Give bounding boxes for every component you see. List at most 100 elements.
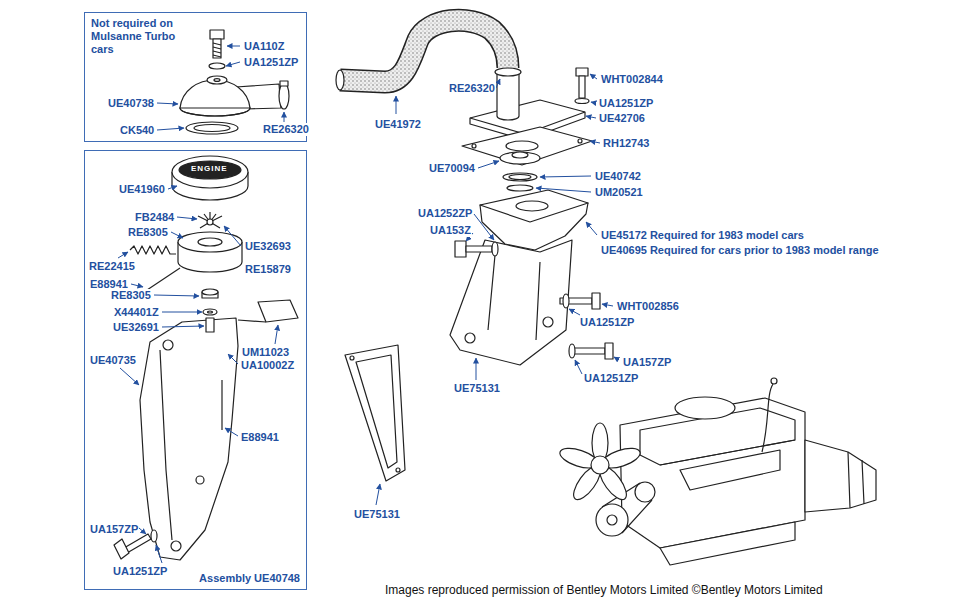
part-number: UA1252ZP [417, 207, 473, 220]
hose [336, 20, 508, 90]
part-number: UA110Z [243, 40, 285, 53]
washer [563, 294, 569, 308]
bolt [576, 68, 588, 76]
label-anchor: UA1251ZP [583, 372, 639, 385]
bolt [114, 534, 151, 559]
part-number: UA10002Z [240, 359, 295, 372]
bolt [466, 246, 492, 252]
part-number: UE75131 [353, 508, 401, 521]
label-anchor: UE40735 [89, 354, 137, 367]
leader-arrow [225, 428, 238, 436]
gasket [506, 141, 538, 151]
outlet-neck [497, 72, 519, 120]
engine-illustration [607, 515, 617, 525]
leader-arrow [226, 62, 240, 66]
engine-illustration [805, 440, 876, 512]
engine-illustration [591, 456, 609, 474]
bolt [114, 539, 129, 559]
leader-arrow [171, 232, 183, 238]
note-text: UE45172 Required for 1983 model cars [600, 229, 805, 242]
label-anchor: UM20521 [594, 186, 644, 199]
bolt [455, 241, 466, 257]
gasket [194, 125, 230, 132]
water-outlet-elbow [180, 76, 281, 116]
part-number: WHT002856 [616, 300, 680, 313]
label-anchor: UA1252ZP [417, 207, 473, 220]
label-anchor: UE75131 [353, 508, 401, 521]
nut [202, 289, 218, 295]
gasket [186, 122, 238, 134]
clip [258, 300, 298, 322]
leader-arrow [131, 284, 143, 287]
part-number: UE32693 [244, 240, 292, 253]
label-anchor: UE70094 [428, 162, 476, 175]
bolt [573, 348, 605, 354]
part-number: UA1251ZP [583, 372, 639, 385]
washer [208, 311, 213, 313]
label-anchor: E88941 [240, 431, 280, 444]
leader-arrow [162, 312, 202, 313]
stud [206, 318, 214, 332]
leader-arrow [540, 176, 591, 177]
part-number: RE8305 [127, 226, 169, 239]
thermostat [500, 152, 540, 164]
leader-arrow [590, 74, 597, 79]
hose-clip [279, 81, 289, 109]
washer [203, 309, 217, 315]
hose [336, 70, 344, 90]
part-number: UA157ZP [622, 356, 672, 369]
label-anchor: RE26320 [262, 123, 310, 136]
bolt [579, 76, 585, 98]
part-number: UA1251ZP [243, 56, 299, 69]
pump-housing-bracket [543, 317, 553, 327]
leader-arrow [575, 360, 582, 374]
bolt [576, 68, 588, 98]
copyright-caption: Images reproduced permission of Bentley … [385, 583, 823, 597]
rod [147, 268, 180, 290]
bolt [213, 43, 221, 57]
part-number: RH12743 [602, 137, 650, 150]
bolt [592, 293, 600, 309]
mounting-bracket [196, 476, 204, 484]
part-number: UM11023 [241, 346, 290, 359]
gasket [345, 345, 405, 481]
bolt [605, 343, 613, 359]
thermostat-housing [480, 190, 588, 222]
pump-housing-bracket [450, 240, 572, 365]
leader-arrow [156, 545, 162, 563]
engine-illustration [660, 522, 795, 565]
label-anchor: UE40742 [594, 170, 642, 183]
part-number: RE22415 [88, 260, 136, 273]
leader-arrow [168, 186, 177, 189]
water-outlet-elbow [180, 108, 250, 116]
leader-arrow [586, 116, 596, 118]
part-number: RE8305 [110, 289, 152, 302]
washer [151, 530, 157, 542]
gasket [345, 345, 405, 481]
label-anchor: RE8305 [127, 226, 169, 239]
leader-arrow [177, 217, 197, 219]
water-outlet-elbow [207, 76, 227, 84]
leader-arrow [602, 304, 613, 306]
label-anchor: UE75131 [453, 382, 501, 395]
leader-arrow [284, 112, 285, 122]
part-number: UE41960 [118, 183, 166, 196]
pump-body [178, 232, 242, 252]
leader-arrow [476, 358, 477, 380]
leader-arrow [162, 326, 204, 327]
label-anchor: UA10002Z [240, 359, 295, 372]
washer [209, 63, 225, 69]
label-anchor: RE15879 [244, 263, 292, 276]
engine-illustration [635, 482, 655, 502]
leader-arrow [591, 102, 596, 103]
part-number: RE26320 [448, 82, 496, 95]
gasket [462, 127, 592, 165]
panel-note: Assembly UE40748 [199, 572, 300, 585]
engine-illustration [558, 378, 876, 565]
label-anchor: UA1251ZP [112, 565, 168, 578]
leader-arrow [157, 103, 178, 104]
note-text: UE40695 Required for cars prior to 1983 … [600, 244, 880, 257]
nut [202, 289, 218, 298]
part-number: UA1251ZP [579, 316, 635, 329]
